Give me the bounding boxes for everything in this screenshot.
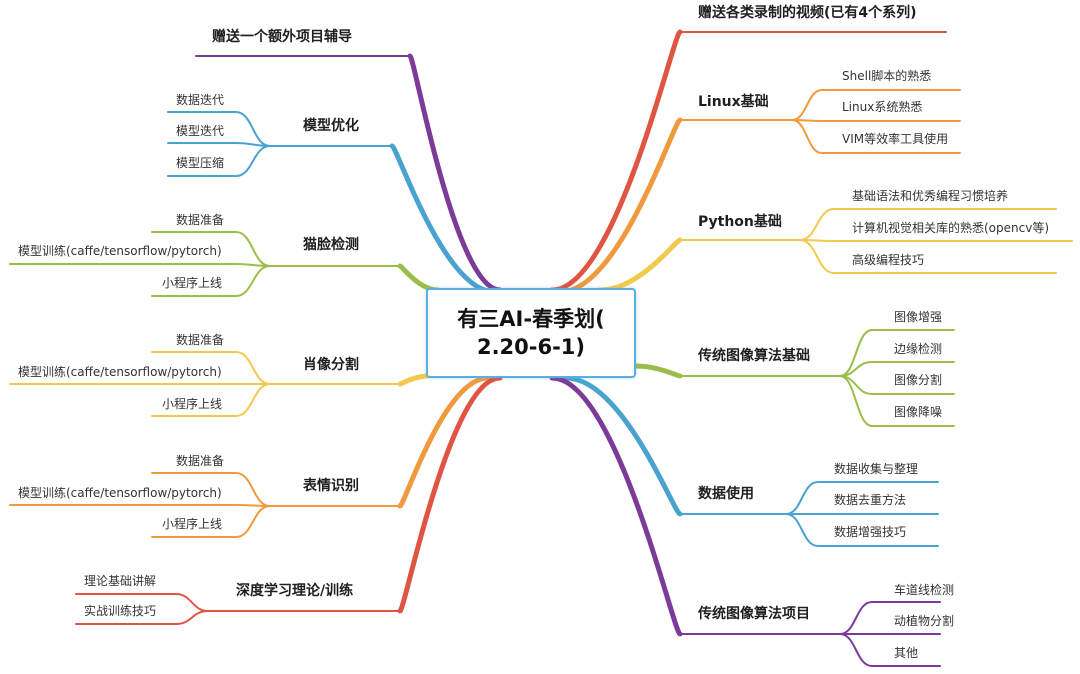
branch-traditional-image-basics[interactable]: 传统图像算法基础 bbox=[698, 348, 810, 364]
leaf-portrait-data-prep[interactable]: 数据准备 bbox=[176, 333, 225, 347]
connector-deep-learning bbox=[397, 375, 503, 614]
leaf-cat-model-training[interactable]: 模型训练(caffe/tensorflow/pytorch) bbox=[18, 244, 222, 258]
connector-cat-face bbox=[397, 263, 441, 293]
connector-image-basics bbox=[633, 363, 683, 379]
connector-gift-project bbox=[407, 53, 503, 293]
leaf-image-denoising[interactable]: 图像降噪 bbox=[894, 405, 943, 419]
twig-cat-face-0 bbox=[235, 231, 271, 267]
twig-image-projects-2 bbox=[839, 633, 873, 667]
leaf-expr-mini-program[interactable]: 小程序上线 bbox=[162, 517, 223, 531]
branch-deep-learning-theory[interactable]: 深度学习理论/训练 bbox=[236, 583, 354, 599]
leaf-model-iteration[interactable]: 模型迭代 bbox=[176, 124, 225, 138]
leaf-linux-system[interactable]: Linux系统熟悉 bbox=[842, 100, 923, 114]
leaf-other[interactable]: 其他 bbox=[894, 646, 919, 660]
leaf-theory-basics[interactable]: 理论基础讲解 bbox=[84, 574, 157, 588]
branch-python-basics[interactable]: Python基础 bbox=[698, 214, 782, 230]
twig-cat-face-2 bbox=[235, 265, 271, 297]
branch-cat-face-detection[interactable]: 猫脸检测 bbox=[303, 237, 359, 253]
branch-traditional-image-projects[interactable]: 传统图像算法项目 bbox=[698, 606, 810, 622]
leaf-data-augmentation[interactable]: 数据增强技巧 bbox=[834, 525, 907, 539]
connector-python bbox=[597, 237, 683, 293]
leaf-data-iteration[interactable]: 数据迭代 bbox=[176, 93, 225, 107]
connector-expression bbox=[397, 375, 491, 509]
twig-model-optimization-2 bbox=[235, 145, 271, 177]
leaf-vim-tools[interactable]: VIM等效率工具使用 bbox=[842, 132, 949, 146]
branch-gift-videos[interactable]: 赠送各类录制的视频(已有4个系列) bbox=[698, 5, 917, 21]
leaf-shell-scripts[interactable]: Shell脚本的熟悉 bbox=[842, 69, 932, 83]
leaf-lane-detection[interactable]: 车道线检测 bbox=[894, 583, 955, 597]
connector-gift-videos bbox=[549, 29, 683, 293]
root-node[interactable]: 有三AI-春季划( 2.20-6-1) bbox=[426, 288, 636, 378]
leaf-cat-mini-program[interactable]: 小程序上线 bbox=[162, 276, 223, 290]
branch-expression-recognition[interactable]: 表情识别 bbox=[303, 478, 359, 494]
twig-python-0 bbox=[799, 208, 835, 241]
connector-model-optimization bbox=[389, 143, 498, 295]
twig-portrait-0 bbox=[235, 351, 271, 385]
twig-linux-0 bbox=[791, 89, 823, 121]
branch-gift-project[interactable]: 赠送一个额外项目辅导 bbox=[212, 29, 352, 45]
connector-data-usage bbox=[563, 375, 683, 517]
twig-expression-1 bbox=[235, 504, 271, 507]
twig-python-2 bbox=[799, 239, 835, 274]
leaf-cat-data-prep[interactable]: 数据准备 bbox=[176, 213, 225, 227]
twig-portrait-2 bbox=[235, 383, 271, 417]
leaf-portrait-model-training[interactable]: 模型训练(caffe/tensorflow/pytorch) bbox=[18, 365, 222, 379]
twig-deep-learning-0 bbox=[175, 593, 209, 612]
twig-image-projects-0 bbox=[839, 601, 873, 635]
twig-image-basics-3 bbox=[839, 375, 873, 427]
twig-expression-0 bbox=[235, 472, 271, 507]
leaf-plant-animal-segmentation[interactable]: 动植物分割 bbox=[894, 614, 955, 628]
twig-data-usage-2 bbox=[785, 513, 819, 547]
connector-image-projects bbox=[549, 375, 683, 637]
leaf-data-collection[interactable]: 数据收集与整理 bbox=[834, 462, 919, 476]
twig-model-optimization-0 bbox=[235, 111, 271, 147]
connector-portrait bbox=[397, 373, 431, 387]
leaf-edge-detection[interactable]: 边缘检测 bbox=[894, 342, 943, 356]
leaf-expr-model-training[interactable]: 模型训练(caffe/tensorflow/pytorch) bbox=[18, 486, 222, 500]
leaf-model-compression[interactable]: 模型压缩 bbox=[176, 156, 225, 170]
twig-data-usage-0 bbox=[785, 481, 819, 515]
twig-expression-2 bbox=[235, 505, 271, 538]
leaf-python-syntax[interactable]: 基础语法和优秀编程习惯培养 bbox=[852, 189, 1009, 203]
twig-linux-2 bbox=[791, 119, 823, 154]
connector-linux bbox=[557, 117, 683, 295]
leaf-data-dedup[interactable]: 数据去重方法 bbox=[834, 493, 907, 507]
branch-data-usage[interactable]: 数据使用 bbox=[698, 486, 754, 502]
leaf-image-segmentation[interactable]: 图像分割 bbox=[894, 373, 943, 387]
leaf-expr-data-prep[interactable]: 数据准备 bbox=[176, 454, 225, 468]
leaf-portrait-mini-program[interactable]: 小程序上线 bbox=[162, 397, 223, 411]
branch-linux-basics[interactable]: Linux基础 bbox=[698, 94, 769, 110]
leaf-training-tips[interactable]: 实战训练技巧 bbox=[84, 604, 157, 618]
leaf-advanced-programming[interactable]: 高级编程技巧 bbox=[852, 253, 925, 267]
branch-model-optimization[interactable]: 模型优化 bbox=[303, 118, 359, 134]
twig-deep-learning-1 bbox=[175, 610, 209, 625]
root-title-line2: 2.20-6-1) bbox=[476, 335, 586, 359]
root-title-line1: 有三AI-春季划( bbox=[457, 306, 605, 331]
leaf-cv-libraries[interactable]: 计算机视觉相关库的熟悉(opencv等) bbox=[852, 221, 1050, 235]
branch-portrait-segmentation[interactable]: 肖像分割 bbox=[303, 357, 359, 373]
leaf-image-enhancement[interactable]: 图像增强 bbox=[894, 310, 943, 324]
